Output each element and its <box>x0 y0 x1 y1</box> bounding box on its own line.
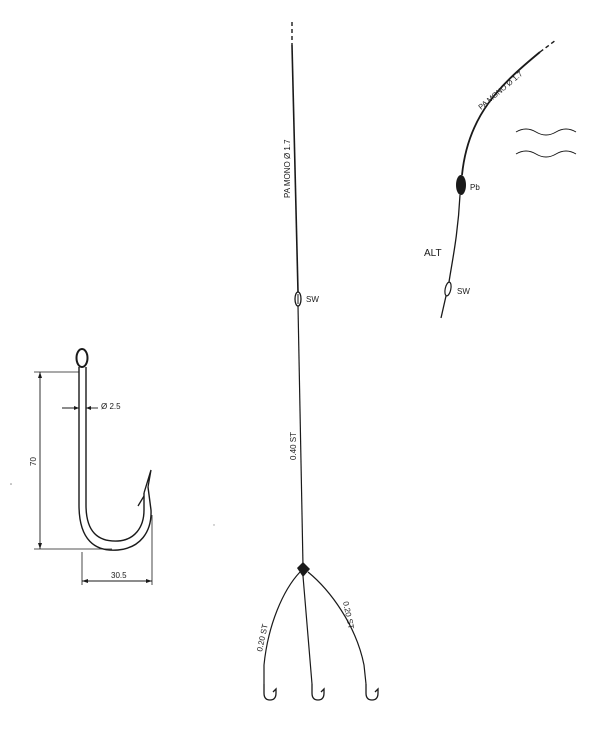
right-branch-label: 0.20 ST <box>341 601 356 630</box>
hook-shank-inner <box>85 367 145 542</box>
alt-bottom-line <box>440 295 447 319</box>
center-branch-line <box>302 575 313 685</box>
right-branch-line <box>307 571 367 685</box>
alt-line-label: PA MONO Ø 1.7 <box>477 69 525 111</box>
junction-knot-icon <box>297 562 310 577</box>
main-line-upper <box>291 44 299 293</box>
alternative-rig: PA MONO Ø 1.7 Pb ALT SW <box>424 39 577 319</box>
hook-length-label: 70 <box>29 457 38 466</box>
alt-swivel-label: SW <box>457 287 470 296</box>
left-hook-icon <box>263 684 277 701</box>
main-line-top-label: PA MONO Ø 1.7 <box>283 139 292 198</box>
swivel-label: SW <box>306 295 319 304</box>
diameter-arrowheads <box>74 406 91 410</box>
alt-swivel-icon <box>444 281 452 297</box>
spreader-rig: 0.20 ST 0.20 ST <box>255 562 379 701</box>
lead-sinker-icon <box>456 175 466 195</box>
alt-lower-line <box>448 194 461 283</box>
main-line-lower <box>297 305 304 567</box>
center-hook-icon <box>311 684 325 701</box>
alt-mono-line <box>461 51 541 176</box>
hook-eye-icon <box>75 348 89 368</box>
scan-speck-2 <box>213 524 215 526</box>
alt-title: ALT <box>424 248 442 259</box>
wire-diameter-label: Ø 2.5 <box>101 402 121 411</box>
sinker-label: Pb <box>470 183 480 192</box>
main-line-lower-label: 0.40 ST <box>289 432 298 460</box>
hook-gape-label: 30.5 <box>111 571 127 580</box>
hook-point-icon <box>137 469 152 507</box>
alt-line-dashed-end <box>539 39 557 53</box>
right-hook-icon <box>365 684 379 701</box>
left-branch-label: 0.20 ST <box>255 623 270 652</box>
hook-detail: Ø 2.5 70 30.5 <box>29 348 153 585</box>
hook-shank-outer <box>78 367 152 551</box>
main-snood: PA MONO Ø 1.7 SW 0.40 ST <box>283 22 319 567</box>
current-wave-icon-2 <box>515 150 577 158</box>
current-wave-icon <box>515 128 577 136</box>
scan-speck <box>10 483 12 485</box>
left-branch-line <box>263 571 301 684</box>
